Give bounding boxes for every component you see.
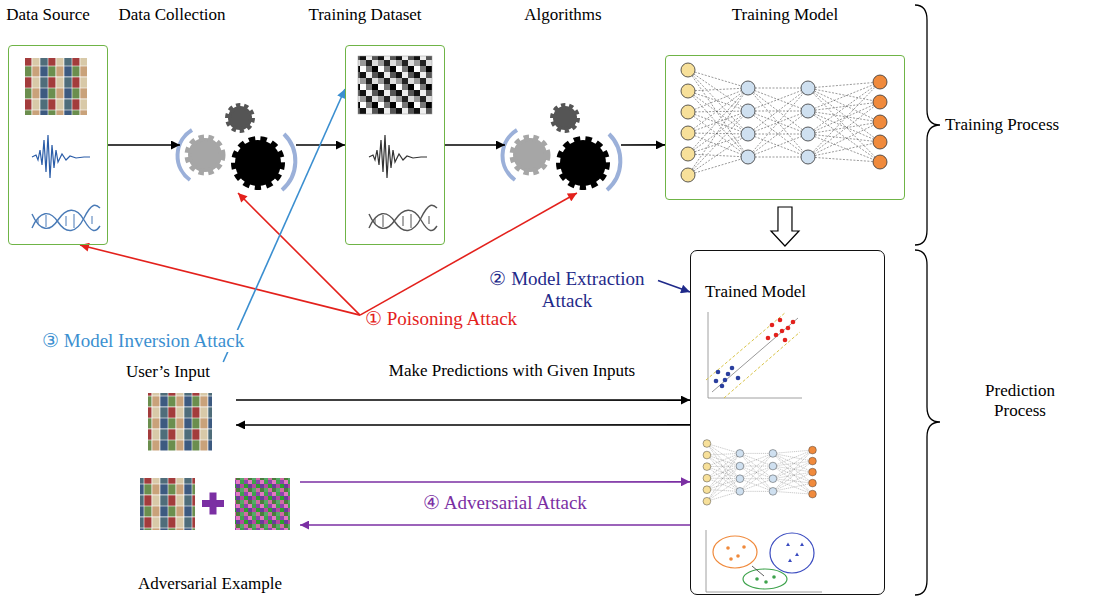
edge-label-box: ④ Adversarial Attack [0, 0, 168, 22]
image-grid [140, 478, 195, 530]
edge-label: Make Predictions with Given Inputs [387, 360, 637, 382]
edge-label: ④ Adversarial Attack [421, 492, 589, 514]
neural-network [703, 440, 816, 505]
node-heading: Data Collection [118, 5, 225, 25]
gear-group: Algorithms [505, 97, 621, 193]
dna-helix [369, 205, 437, 230]
connector-group [80, 89, 799, 525]
arrow-line [445, 144, 505, 146]
attack-label: ② Model Extraction Attack [476, 266, 658, 314]
node-heading: Training Dataset [308, 5, 421, 25]
arrow-line [621, 144, 665, 146]
model-box: Training Model [665, 55, 905, 200]
arrow-line [300, 481, 690, 483]
curly-bracket [915, 5, 940, 245]
waveform [369, 135, 427, 178]
gear-icon [503, 106, 621, 190]
process-label-box: Prediction Process [965, 381, 1075, 421]
attack-name: ② Model Extraction Attack [481, 268, 653, 312]
arrow-line [80, 245, 360, 315]
process-label: Prediction Process [965, 381, 1075, 421]
gear-icon [178, 106, 296, 190]
neural-network [681, 63, 887, 182]
gear-group: Data Collection [180, 97, 296, 193]
arrow-line [300, 524, 690, 526]
plus-sign [202, 493, 224, 515]
noise-image [235, 478, 290, 530]
data-source-box: Data Source [8, 45, 108, 245]
input-group: User’s Input [108, 362, 236, 458]
image-grid [25, 58, 87, 115]
trained-model-box: Trained Model [690, 250, 885, 595]
dataset-box: Training Dataset [345, 45, 445, 245]
edge-label-box: Make Predictions with Given Inputs [0, 0, 250, 22]
arrow-line [236, 424, 690, 426]
process-label: Training Process [945, 115, 1059, 135]
process-label-box: Training Process [945, 115, 1059, 135]
image-grid [358, 56, 432, 114]
node-heading: Adversarial Example [138, 574, 282, 594]
waveform [32, 135, 90, 178]
node-heading: Training Model [732, 5, 839, 25]
edge-label-box: ③ Model Inversion Attack [0, 0, 206, 22]
arrow-line [236, 399, 690, 401]
edge-label: ③ Model Inversion Attack [40, 330, 246, 352]
svm-plot [706, 312, 802, 398]
attack-name: ① Poisoning Attack [365, 308, 517, 330]
curly-bracket [915, 250, 940, 595]
node-heading: Data Source [6, 5, 90, 25]
dna-helix [32, 205, 100, 230]
arrow-line [108, 144, 180, 146]
node-heading: User’s Input [126, 362, 210, 382]
node-heading: Algorithms [524, 5, 601, 25]
attack-label: ① Poisoning Attack [360, 306, 522, 332]
image-grid [148, 393, 212, 451]
arrow-line [658, 280, 690, 292]
block-arrow [771, 207, 799, 246]
arrow-line [223, 89, 345, 362]
input-group: Adversarial Example [128, 470, 300, 598]
cluster-plot [706, 530, 822, 592]
arrow-line [238, 193, 360, 315]
node-heading: Trained Model [705, 282, 806, 302]
